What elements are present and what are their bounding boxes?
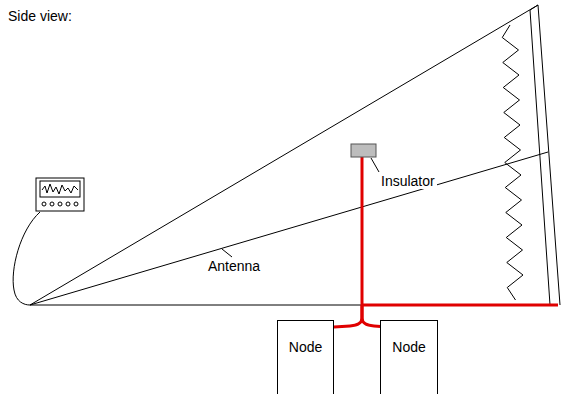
knob (50, 202, 54, 206)
ground-line (30, 305, 558, 306)
node-label: Node (381, 339, 437, 355)
feed-wire (306, 152, 558, 340)
knob (74, 202, 78, 206)
frame-outer (538, 5, 560, 305)
resistor-zigzag (502, 25, 523, 300)
oscilloscope-icon (36, 178, 84, 211)
frame-inner (530, 10, 550, 305)
leader-line (222, 249, 232, 257)
node-box: Node (380, 320, 438, 394)
view-title: Side view: (8, 8, 72, 24)
scope-body (36, 178, 84, 211)
part-label: Insulator (379, 173, 437, 189)
node-label: Node (278, 339, 333, 355)
feed-wire (361, 152, 364, 305)
insulator (351, 144, 376, 157)
node-box: Node (277, 320, 334, 394)
ground-wire (362, 304, 558, 307)
knob (42, 202, 46, 206)
probe-cable (13, 212, 40, 305)
leader-line (371, 158, 379, 172)
frame-top (530, 5, 538, 10)
part-label: Antenna (206, 258, 262, 274)
upper-frame-line (30, 5, 538, 305)
knob (58, 202, 62, 206)
waveform (42, 184, 78, 194)
antenna-wire (30, 152, 548, 305)
resistor-symbol (502, 25, 523, 300)
scope-screen (40, 181, 80, 197)
knob (66, 202, 70, 206)
